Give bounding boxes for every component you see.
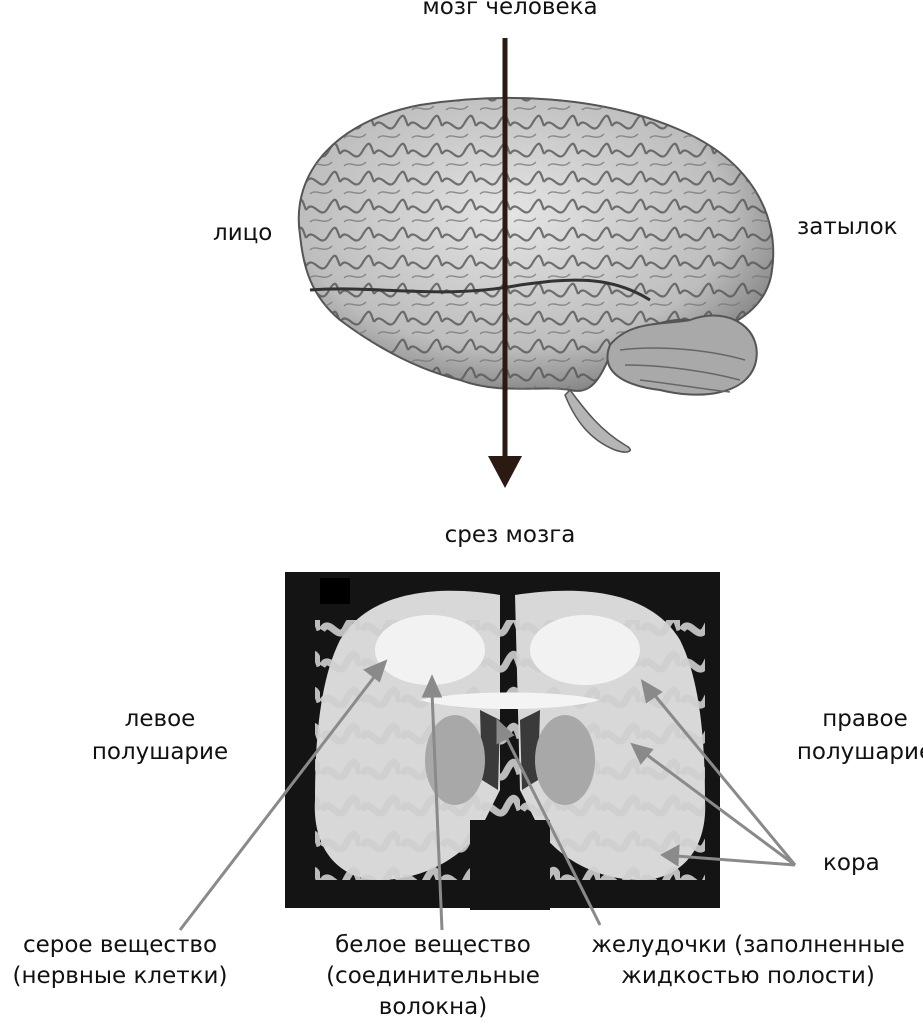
label-gray-matter: серое вещество (нервные клетки) (0, 930, 240, 992)
label-ventricles: желудочки (заполненные жидкостью полости… (578, 930, 918, 992)
label-line: правое (822, 706, 908, 732)
brain-slice-photo (285, 572, 720, 910)
label-line: левое (124, 706, 196, 732)
arrowhead-icon (421, 674, 443, 698)
slice-title: срез мозга (444, 522, 576, 548)
arrowhead-icon (640, 678, 663, 704)
title: мозг человека (422, 0, 598, 20)
brain-illustration (297, 96, 775, 453)
label-left-hemisphere: левое полушарие (70, 703, 250, 769)
label-right-hemisphere: правое полушарие (775, 703, 923, 769)
label-line: желудочки (заполненные (591, 932, 905, 958)
label-cortex: кора (823, 850, 880, 876)
label-line: полушарие (91, 739, 229, 765)
arrowhead-icon (660, 844, 680, 867)
label-line: полушарие (796, 739, 923, 765)
arrowhead-icon (630, 742, 654, 765)
pointer-arrows (178, 659, 797, 931)
label-line: волокна) (378, 994, 488, 1020)
arrowhead-icon (488, 456, 522, 488)
label-face: лицо (213, 220, 273, 246)
label-line: серое вещество (22, 932, 218, 958)
arrowhead-icon (496, 718, 515, 745)
label-line: жидкостью полости) (621, 963, 875, 989)
arrowhead-icon (363, 659, 388, 683)
label-white-matter: белое вещество (соединительные волокна) (308, 930, 558, 1023)
label-back-of-head: затылок (797, 214, 898, 240)
label-line: (соединительные (326, 963, 540, 989)
label-line: белое вещество (335, 932, 531, 958)
label-line: (нервные клетки) (12, 963, 228, 989)
